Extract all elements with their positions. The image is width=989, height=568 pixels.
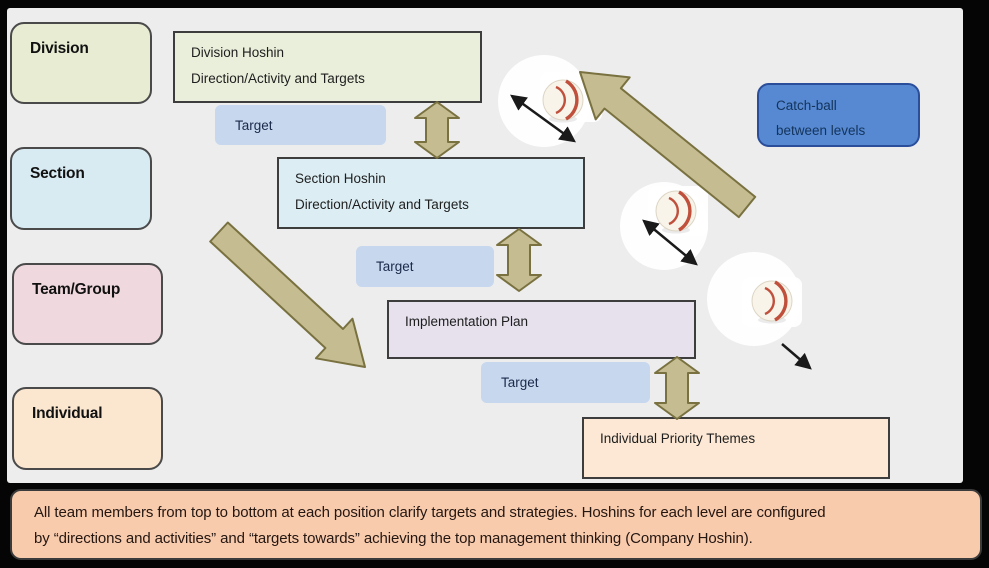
implementation-plan-box: Implementation Plan	[387, 300, 696, 359]
individual-priority-themes-title: Individual Priority Themes	[600, 431, 756, 446]
individual-priority-themes-box: Individual Priority Themes	[582, 417, 890, 479]
footer-banner: All team members from top to bottom at e…	[10, 489, 982, 560]
target-chip-2: Target	[356, 246, 494, 287]
division-hoshin-title: Division Hoshin	[191, 45, 285, 60]
catchball-legend-line1: Catch-ball	[776, 98, 837, 113]
division-hoshin-subtitle: Direction/Activity and Targets	[191, 71, 365, 86]
footer-banner-line2: by “directions and activities” and “targ…	[34, 530, 753, 547]
target-chip-3: Target	[481, 362, 650, 403]
catchball-legend-box: Catch-ball between levels	[757, 83, 920, 147]
section-hoshin-title: Section Hoshin	[295, 171, 386, 186]
level-label-individual: Individual	[12, 387, 163, 470]
division-hoshin-box: Division Hoshin Direction/Activity and T…	[173, 31, 482, 103]
catchball-legend-line2: between levels	[776, 123, 866, 138]
level-label-section: Section	[10, 147, 152, 230]
target-chip-1: Target	[215, 105, 386, 145]
section-hoshin-subtitle: Direction/Activity and Targets	[295, 197, 469, 212]
level-label-team-group: Team/Group	[12, 263, 163, 345]
section-hoshin-box: Section Hoshin Direction/Activity and Ta…	[277, 157, 585, 229]
footer-banner-line1: All team members from top to bottom at e…	[34, 504, 826, 521]
implementation-plan-title: Implementation Plan	[405, 314, 529, 329]
level-label-division: Division	[10, 22, 152, 104]
